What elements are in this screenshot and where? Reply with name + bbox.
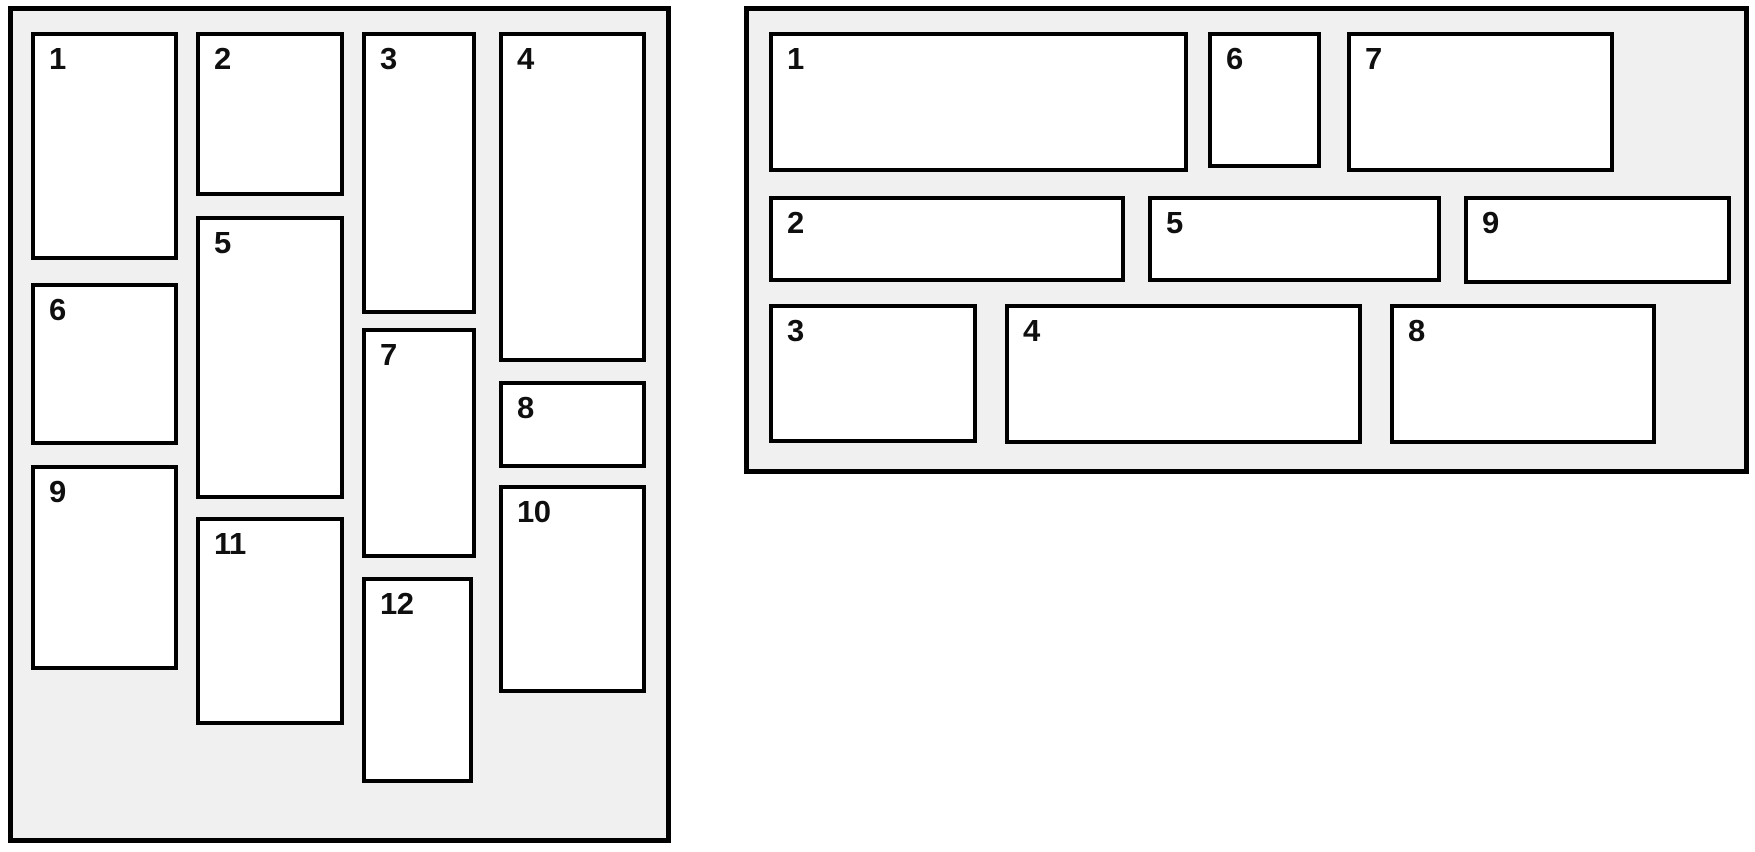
masonry-item: 6 — [1208, 32, 1321, 168]
masonry-item: 6 — [31, 283, 178, 445]
masonry-item: 2 — [769, 196, 1125, 282]
masonry-item-label: 7 — [1365, 41, 1382, 76]
masonry-item-label: 12 — [380, 586, 414, 621]
masonry-item: 9 — [31, 465, 178, 670]
masonry-item: 9 — [1464, 196, 1731, 284]
masonry-item-label: 6 — [1226, 41, 1243, 76]
masonry-item: 5 — [196, 216, 344, 499]
masonry-item: 7 — [1347, 32, 1614, 172]
masonry-item: 3 — [769, 304, 977, 443]
masonry-item: 1 — [31, 32, 178, 260]
masonry-item-label: 10 — [517, 494, 551, 529]
masonry-item-label: 2 — [787, 205, 804, 240]
masonry-item-label: 8 — [1408, 313, 1425, 348]
masonry-item-label: 7 — [380, 337, 397, 372]
masonry-item: 12 — [362, 577, 473, 783]
masonry-item: 5 — [1148, 196, 1441, 282]
masonry-item-label: 1 — [49, 41, 66, 76]
masonry-item: 3 — [362, 32, 476, 314]
masonry-item-label: 5 — [214, 225, 231, 260]
masonry-item-label: 4 — [1023, 313, 1040, 348]
masonry-item-label: 9 — [1482, 205, 1499, 240]
masonry-item-label: 1 — [787, 41, 804, 76]
masonry-item: 7 — [362, 328, 476, 558]
masonry-item: 4 — [499, 32, 646, 362]
masonry-item-label: 11 — [214, 526, 246, 561]
masonry-item-label: 2 — [214, 41, 231, 76]
masonry-item-label: 4 — [517, 41, 534, 76]
masonry-item: 11 — [196, 517, 344, 725]
masonry-item: 1 — [769, 32, 1188, 172]
vertical-masonry-panel: 1 2 3 4 5 6 7 8 9 10 11 — [8, 6, 671, 843]
masonry-item: 8 — [499, 381, 646, 468]
masonry-item: 4 — [1005, 304, 1362, 444]
masonry-item: 2 — [196, 32, 344, 196]
masonry-item-label: 3 — [380, 41, 397, 76]
masonry-item-label: 6 — [49, 292, 66, 327]
masonry-item: 8 — [1390, 304, 1656, 444]
masonry-item-label: 8 — [517, 390, 534, 425]
masonry-item-label: 5 — [1166, 205, 1183, 240]
masonry-item: 10 — [499, 485, 646, 693]
masonry-item-label: 9 — [49, 474, 66, 509]
horizontal-masonry-panel: 1 6 7 2 5 9 3 4 8 — [744, 6, 1749, 474]
masonry-item-label: 3 — [787, 313, 804, 348]
